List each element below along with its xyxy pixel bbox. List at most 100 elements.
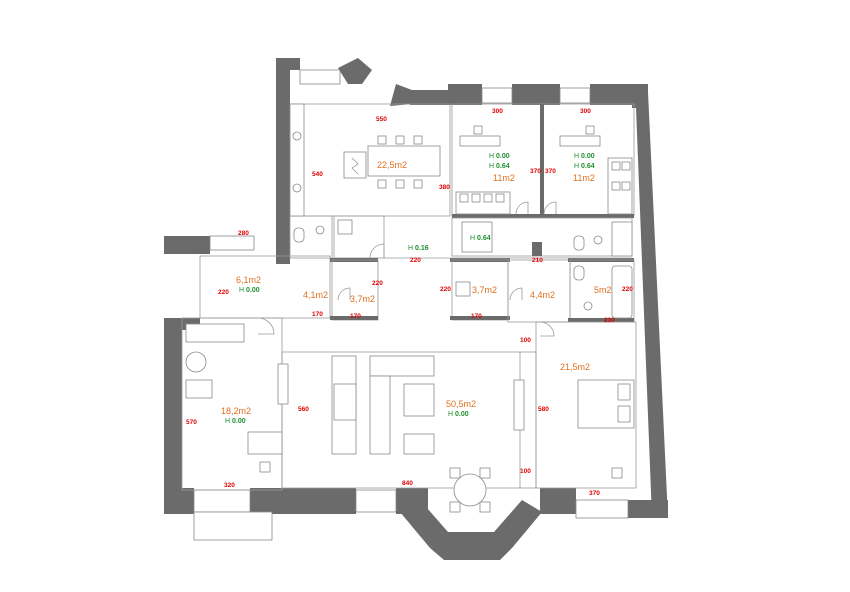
dimension-label: 170 [312,311,323,318]
bed-right-pillow [611,181,621,191]
bathtub-icon [611,265,633,319]
wall-bed-divider [540,104,544,216]
wall-bottom-2 [250,488,356,514]
sofa-column [369,375,391,455]
counter [247,431,283,455]
door-swing-icon [515,201,529,215]
window-living [355,489,397,513]
wall-bath5-bottom [568,318,634,322]
fixtures [185,103,635,513]
dimension-label: 550 [376,116,387,123]
window-left-lower [193,489,251,513]
wall-bay-bottom [430,532,512,560]
dimension-label: 220 [440,286,451,293]
window-bed3 [575,499,629,519]
door-swing-icon [257,317,275,335]
dining-table-round [453,473,487,507]
shower-icon [337,219,353,235]
wall-bottom-4 [540,488,576,514]
dimension-label: 280 [238,230,249,237]
wc-sink-icon [593,235,603,245]
door-swing-icon [369,243,385,259]
area-living: 50,5m2 [446,399,476,409]
chair [413,135,423,145]
window-kitchen [299,69,341,85]
height-mark: H 0.00 [574,153,595,160]
area-bath5: 5m2 [594,285,612,295]
kitchen-sink-icon [292,131,302,141]
chair [413,179,423,189]
dimension-label: 570 [186,419,197,426]
chair [377,179,387,189]
dimension-label: 170 [350,313,361,320]
outline-closet-left [331,259,379,321]
dimension-label: 560 [298,406,309,413]
wall-top-3 [512,84,560,105]
wall-top-bay-right [390,84,412,106]
area-room182: 18,2m2 [221,406,251,416]
walls [164,58,668,560]
dimension-label: 220 [218,289,229,296]
dimension-label: 370 [545,168,556,175]
height-mark: H 0.64 [470,235,491,242]
wall-right [632,84,668,518]
wall-top-bay [338,58,372,84]
area-room61: 6,1m2 [236,275,261,285]
windows [193,69,629,541]
sink-icon [583,301,593,311]
kitchen-stove-icon [292,183,302,193]
round-table [185,351,207,373]
dimension-label: 220 [622,286,633,293]
wall-closet-left-bottom [330,316,378,320]
kitchen-island [343,151,367,179]
sofa-row [369,355,435,377]
outline-bath [289,215,333,259]
bed-right-pillow [621,181,631,191]
kitchen-counter [289,103,305,217]
dimension-label: 300 [492,108,503,115]
column [532,242,542,256]
coffee-table [403,383,435,417]
outline-room61 [199,255,331,319]
sofa-bottom [403,433,435,455]
bed-right-pillow [611,161,621,171]
dimension-label: 540 [312,171,323,178]
desk-left [459,135,501,147]
height-mark: H 0.16 [408,245,429,252]
wall-closet-right-bottom [450,316,510,320]
window-bed-left [481,87,513,104]
door-swing-icon [543,201,557,215]
height-mark: H 0.64 [574,163,595,170]
dimension-label: 210 [532,257,543,264]
height-mark: H 0.00 [239,287,260,294]
window-left-wing [209,235,255,251]
balcony-left [193,511,273,541]
height-mark: H 0.00 [225,418,246,425]
dimension-label: 370 [530,168,541,175]
bed-left-pillow [495,193,505,203]
coffee-table-left [333,383,357,421]
area-closet37b: 3,7m2 [472,285,497,295]
wall-top-1 [410,90,450,105]
stove-icon [185,323,245,343]
chair [449,501,461,513]
dimension-label: 840 [402,480,413,487]
bed-right-pillow [621,161,631,171]
dimension-label: 300 [580,108,591,115]
chair [479,467,491,479]
chair [449,467,461,479]
area-kitchen: 22,5m2 [377,160,407,170]
island-cooktop-icon [351,157,359,175]
area-bed-left: 11m2 [493,173,515,183]
dimension-label: 380 [439,184,450,191]
area-room44: 4,4m2 [530,290,555,300]
dimensions: 550 540 300 300 380 370 370 280 220 210 … [186,108,633,497]
area-closet37a: 3,7m2 [350,294,375,304]
dimension-label: 220 [372,280,383,287]
chair [585,125,595,135]
desk-right [559,135,601,147]
dining-table [367,145,441,177]
dimension-label: 580 [538,406,549,413]
room-areas: 22,5m2 11m2 11m2 6,1m2 4,1m2 3,7m2 3,7m2… [221,160,612,416]
door-swing-icon [509,287,523,301]
